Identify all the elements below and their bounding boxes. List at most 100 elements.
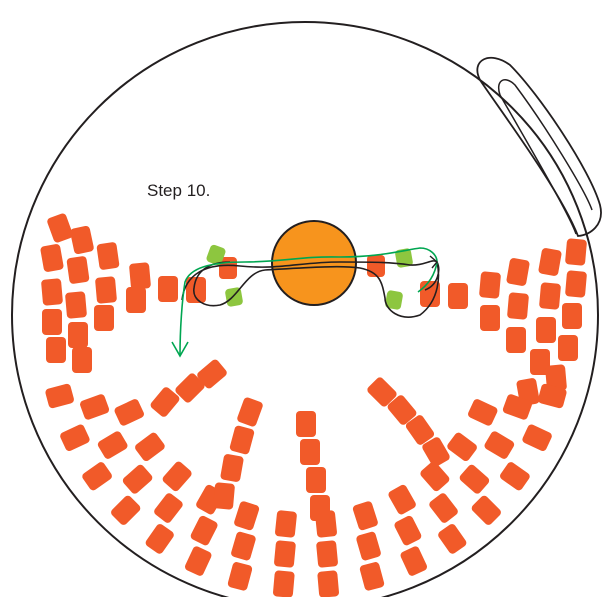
bead-left-wing <box>158 276 178 302</box>
bead-third-arc <box>275 510 297 538</box>
bead-outer-arc <box>400 546 428 576</box>
accent-bead <box>395 248 413 268</box>
bead-third-arc <box>162 461 192 492</box>
bead-outer-arc <box>111 495 141 525</box>
bead-outer-arc <box>522 424 552 452</box>
bead-left-wing <box>46 337 66 363</box>
bead-second-arc <box>316 540 338 568</box>
bead-outer-arc <box>471 495 501 525</box>
bead-second-arc <box>122 464 153 494</box>
bead-second-arc <box>97 431 128 459</box>
bead-second-arc <box>154 493 183 523</box>
bead-right-wing <box>539 282 561 310</box>
bead-outer-arc <box>273 570 295 598</box>
bead-third-arc <box>114 399 144 426</box>
bead-outer-arc <box>45 383 74 409</box>
bead-spoke <box>197 359 227 389</box>
bead-spoke <box>220 454 244 482</box>
bead-left-wing <box>96 242 120 270</box>
accent-bead <box>225 287 243 307</box>
bead-spoke <box>175 373 205 403</box>
bead-right-wing <box>558 335 578 361</box>
bead-left-wing <box>65 291 87 319</box>
bead-right-wing <box>536 317 556 343</box>
bead-second-arc <box>502 394 532 420</box>
green-thread-arrowhead <box>171 341 189 358</box>
bead-left-wing <box>66 256 90 284</box>
bead-outer-arc <box>317 570 339 598</box>
bead-outer-arc <box>145 524 174 554</box>
bead-second-arc <box>356 531 381 561</box>
bead-second-arc <box>484 431 515 459</box>
bead-right-wing <box>530 349 550 375</box>
bead-outer-arc <box>227 562 253 591</box>
bead-spoke <box>306 467 326 493</box>
bead-center-side <box>367 255 385 277</box>
accent-bead <box>206 244 226 266</box>
bead-outer-arc <box>538 383 567 409</box>
bead-second-arc <box>394 515 422 546</box>
bead-spoke <box>387 395 417 425</box>
bead-spoke <box>296 411 316 437</box>
bead-third-arc <box>447 432 477 462</box>
bead-second-arc <box>429 493 458 523</box>
bead-spoke <box>367 377 397 407</box>
bead-spoke <box>405 415 435 445</box>
bead-left-wing <box>70 225 94 255</box>
bead-second-arc <box>80 394 110 420</box>
bead-second-arc <box>459 464 490 494</box>
bead-second-arc <box>231 531 256 561</box>
bead-left-wing <box>95 276 117 304</box>
bead-third-arc <box>352 501 378 531</box>
bead-third-arc <box>388 484 416 515</box>
bead-spoke <box>310 495 330 521</box>
bead-right-wing <box>506 258 530 286</box>
bead-second-arc <box>190 515 218 546</box>
bead-right-wing <box>538 248 562 276</box>
accent-bead <box>385 290 403 310</box>
black-thread-tail <box>429 255 438 269</box>
bead-right-wing <box>420 281 440 307</box>
bead-left-wing <box>186 277 206 303</box>
bead-outer-arc <box>359 562 385 591</box>
bead-spoke <box>229 425 255 455</box>
bead-left-wing <box>94 305 114 331</box>
bead-third-arc <box>234 501 260 531</box>
bead-outer-arc <box>184 546 212 576</box>
bead-spoke <box>300 439 320 465</box>
bead-outer-arc <box>438 524 467 554</box>
bead-right-wing <box>506 327 526 353</box>
bead-right-wing <box>507 292 529 320</box>
bead-spoke <box>237 397 263 427</box>
bead-left-wing <box>126 287 146 313</box>
bead-right-wing <box>480 305 500 331</box>
bead-left-wing <box>42 309 62 335</box>
bead-spoke <box>213 482 235 510</box>
bead-right-wing <box>545 364 567 392</box>
bead-left-wing <box>41 278 63 306</box>
bead-third-arc <box>420 461 450 492</box>
bead-left-wing <box>47 213 73 243</box>
bead-spoke <box>422 437 450 467</box>
bead-left-wing <box>40 244 64 272</box>
bead-second-arc <box>274 540 296 568</box>
bead-left-wing <box>129 262 151 290</box>
bead-group <box>40 213 587 598</box>
bead-outer-arc <box>500 462 530 491</box>
outer-ring <box>11 21 599 602</box>
bead-third-arc <box>468 399 498 426</box>
bead-right-wing <box>562 303 582 329</box>
bead-left-wing <box>72 347 92 373</box>
bead-outer-arc <box>60 424 90 452</box>
accent-bead-group <box>206 244 413 310</box>
bead-right-wing <box>565 270 587 298</box>
bead-left-wing <box>68 322 88 348</box>
bead-right-wing <box>448 283 468 309</box>
bead-right-wing <box>479 271 501 299</box>
hanging-loop <box>476 56 602 237</box>
bead-spoke <box>150 387 180 417</box>
bead-outer-arc <box>82 462 112 491</box>
step-label: Step 10. <box>147 181 211 200</box>
